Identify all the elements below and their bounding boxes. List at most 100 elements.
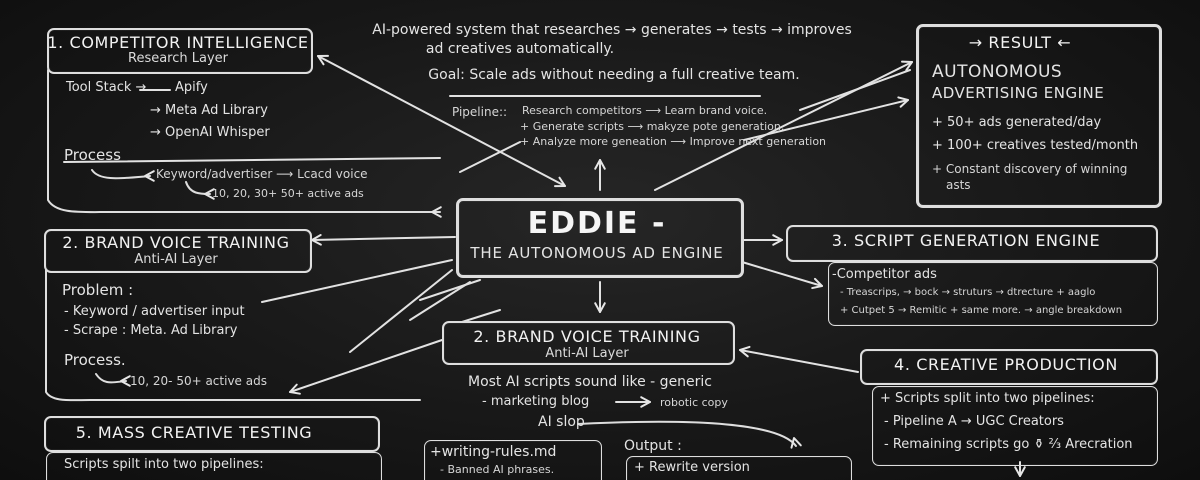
arrow-center-brand-mid-end-head xyxy=(594,302,606,313)
flow-process-1 xyxy=(91,169,151,180)
output-item-1: + Rewrite version xyxy=(634,460,750,475)
result-heading-1: AUTONOMOUS xyxy=(932,62,1063,82)
problem-label: Problem : xyxy=(62,281,134,299)
brand-left-title: 2. BRAND VOICE TRAINING xyxy=(62,233,290,252)
testing-title: 5. MASS CREATIVE TESTING xyxy=(75,423,313,442)
tool-stack-label: Tool Stack → xyxy=(66,80,147,95)
pipeline-row-3: + Analyze more geneation ⟶ Improve next … xyxy=(520,135,827,148)
flow-brand-process-end-head xyxy=(120,375,131,387)
brand-mid-line-1: Most AI scripts sound like - generic xyxy=(467,374,713,390)
pipeline-label: Pipeline:: xyxy=(452,105,508,119)
arrow-center-result xyxy=(654,61,913,191)
brand-mid-line-2b: robotic copy xyxy=(660,396,728,409)
arrow-center-up-end-head xyxy=(594,159,606,170)
center-node-box xyxy=(456,198,744,278)
brand-left-title-box xyxy=(44,229,312,273)
rules-file-name: +writing-rules.md xyxy=(430,444,557,460)
curve-ai-slop-output xyxy=(577,420,797,447)
brand-mid-subtitle: Anti-AI Layer xyxy=(545,346,629,361)
flow-process-2-end-head xyxy=(204,188,215,200)
spoke-lower-left xyxy=(409,281,471,321)
competitor-title-box xyxy=(47,28,313,74)
script-gen-title-box xyxy=(786,225,1158,262)
script-gen-lead: -Competitor ads xyxy=(832,267,937,282)
competitor-process-step-1: Keyword/advertiser ⟶ Lcacd voice xyxy=(156,167,368,181)
brand-mid-title-box xyxy=(442,321,735,365)
flow-process-2 xyxy=(185,181,211,195)
arrow-center-result-end-head xyxy=(901,60,913,72)
arrow-center-script-gen-end-head xyxy=(772,234,783,246)
spoke-pipeline-result xyxy=(799,69,911,111)
curve-ai-slop-output-end-head xyxy=(790,437,802,449)
script-gen-detail-box xyxy=(828,262,1158,326)
arrow-center-script-detail-end-head xyxy=(811,277,823,290)
competitor-process-step-2: 10, 20, 30+ 50+ active ads xyxy=(212,187,364,200)
arrow-center-script-detail xyxy=(741,261,823,287)
spoke-brand-mid xyxy=(461,309,501,323)
brand-left-process-step: 10, 20- 50+ active ads xyxy=(130,374,267,388)
result-item-3: + Constant discovery of winning xyxy=(932,162,1128,176)
output-label: Output : xyxy=(624,438,682,454)
result-heading-2: ADVERTISING ENGINE xyxy=(932,84,1105,102)
competitor-subtitle: Research Layer xyxy=(127,51,229,66)
arrow-pipeline-result-end-head xyxy=(897,96,909,108)
arrow-center-brand-left-end-head xyxy=(311,234,322,246)
tool-meta-ad-library: → Meta Ad Library xyxy=(150,103,268,118)
arrow-pipeline-result xyxy=(743,99,909,141)
spoke-pipeline xyxy=(459,141,521,173)
arrow-competitor-center-start-head xyxy=(317,54,329,66)
goal-text: Goal: Scale ads without needing a full c… xyxy=(428,67,800,83)
line-brand-left-bracket xyxy=(45,269,421,402)
output-box xyxy=(626,456,852,480)
result-box xyxy=(916,24,1162,208)
ai-slop-label: AI slop xyxy=(538,414,585,430)
script-gen-title: 3. SCRIPT GENERATION ENGINE xyxy=(831,231,1101,250)
script-gen-row-2: + Cutpet 5 → Remitic + same more. → angl… xyxy=(840,305,1123,316)
brand-left-subtitle: Anti-AI Layer xyxy=(134,252,218,267)
spoke-mid-left xyxy=(419,279,481,301)
creative-title-box xyxy=(860,349,1158,385)
creative-item-2: - Pipeline A → UGC Creators xyxy=(884,414,1064,429)
testing-detail-box xyxy=(46,452,382,480)
result-item-4: asts xyxy=(946,178,971,192)
competitor-process-label: Process xyxy=(64,146,121,164)
testing-title-box xyxy=(44,416,380,452)
testing-line-1: Scripts spilt into two pipelines: xyxy=(64,457,264,472)
process-underline xyxy=(63,157,441,163)
creative-item-3: - Remaining scripts go ⚱ ⅔ Arecration xyxy=(884,437,1133,452)
creative-detail-box xyxy=(872,386,1158,466)
arrow-brand-mid-testing xyxy=(289,339,443,393)
problem-item-1: - Keyword / advertiser input xyxy=(64,304,245,319)
rules-item-1: - Banned AI phrases. xyxy=(440,463,555,476)
pipeline-row-2: + Generate scripts ⟶ makyze pote generat… xyxy=(520,120,785,133)
result-item-2: + 100+ creatives tested/month xyxy=(932,138,1139,153)
rules-file-box xyxy=(424,440,602,480)
line-competitor-to-center xyxy=(47,69,441,214)
pipeline-row-1: Research competitors ⟶ Learn brand voice… xyxy=(522,104,768,117)
center-subtitle: THE AUTONOMOUS AD ENGINE xyxy=(470,244,724,262)
arrow-creative-brand-mid-end-head xyxy=(739,345,751,358)
flow-process-1-end-head xyxy=(144,170,155,182)
brand-mid-line-2: - marketing blog xyxy=(482,394,590,409)
script-gen-row-1: - Treascrips, → bock → struturs → dtrect… xyxy=(840,287,1096,298)
arrow-center-brand-left xyxy=(311,236,456,241)
brand-left-process-label: Process. xyxy=(64,351,126,369)
arrow-marketing-blog-end-head xyxy=(640,396,651,408)
problem-item-2: - Scrape : Meta. Ad Library xyxy=(64,323,238,338)
intro-line-2: ad creatives automatically. xyxy=(425,41,615,57)
competitor-title: 1. COMPETITOR INTELLIGENCE xyxy=(47,33,309,52)
spoke-problem xyxy=(261,259,453,303)
brand-mid-title: 2. BRAND VOICE TRAINING xyxy=(473,327,701,346)
intro-line-1: AI-powered system that researches → gene… xyxy=(372,22,852,38)
arrow-creative-brand-mid xyxy=(739,349,859,373)
tool-apify: Apify xyxy=(175,80,208,95)
arrow-brand-mid-testing-end-head xyxy=(289,383,301,395)
arrow-competitor-center-end-head xyxy=(554,176,566,188)
line-competitor-to-center-end-head xyxy=(431,206,442,218)
center-title: EDDIE - xyxy=(527,206,667,241)
result-title: → RESULT ← xyxy=(968,33,1072,52)
creative-title: 4. CREATIVE PRODUCTION xyxy=(894,355,1118,374)
result-item-1: + 50+ ads generated/day xyxy=(932,115,1102,130)
